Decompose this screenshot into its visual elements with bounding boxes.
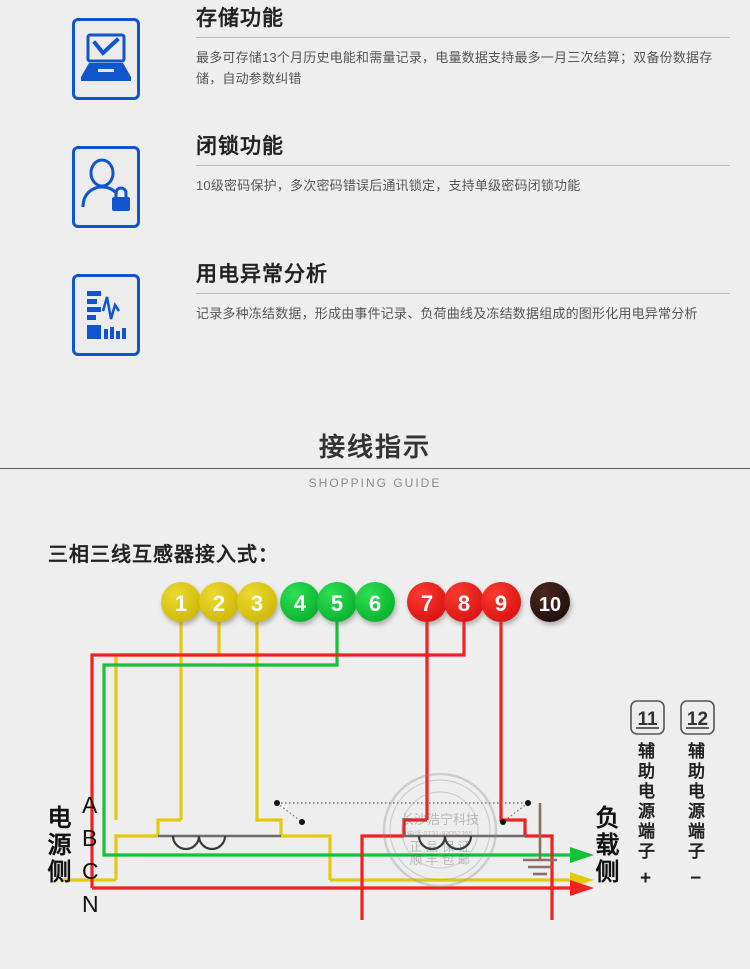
terminal-label: 3 — [251, 591, 263, 616]
page-title: 接线指示 — [300, 428, 449, 466]
user-lock-icon — [72, 146, 140, 228]
terminal-row: 1 2 3 4 5 — [161, 582, 570, 622]
feature-item-storage: 存储功能 最多可存储13个月历史电能和需量记录，电量数据支持最多一月三次结算；双… — [0, 0, 750, 128]
feature-item-analysis: 用电异常分析 记录多种冻结数据，形成由事件记录、负荷曲线及冻结数据组成的图形化用… — [0, 256, 750, 384]
terminal-8[interactable]: 8 — [444, 582, 484, 622]
terminal-label: 6 — [369, 591, 381, 616]
phase-label-c: C — [82, 858, 99, 884]
feature-item-lock: 闭锁功能 10级密码保护，多次密码错误后通讯锁定，支持单级密码闭锁功能 — [0, 128, 750, 256]
wire-phase-a — [60, 622, 570, 882]
aux-terminal-number: 12 — [687, 709, 708, 730]
phase-label-b: B — [82, 825, 98, 851]
wire-phase-c — [90, 622, 570, 920]
wiring-diagram: 长沙浩宁科技 电话:0731-82052265 正 品 保 证 顺 丰 包 邮 … — [0, 560, 750, 969]
load-arrows — [570, 847, 594, 896]
load-side-label: 负载侧 — [591, 805, 618, 886]
feature-title: 存储功能 — [196, 7, 284, 30]
terminal-label: 1 — [175, 591, 187, 616]
section-heading: 接线指示 SHOPPING GUIDE — [0, 428, 750, 491]
feature-description: 最多可存储13个月历史电能和需量记录，电量数据支持最多一月三次结算；双备份数据存… — [196, 50, 713, 86]
aux-terminal-11-sign: + — [635, 868, 656, 892]
earth-ground-icon — [523, 803, 557, 876]
terminal-stems — [179, 622, 503, 638]
watermark-guarantee: 正 品 保 证 — [410, 840, 471, 854]
terminal-label: 7 — [421, 591, 433, 616]
ct-right-coil — [404, 834, 525, 851]
laptop-check-icon — [72, 18, 140, 100]
feature-body: 存储功能 最多可存储13个月历史电能和需量记录，电量数据支持最多一月三次结算；双… — [196, 4, 730, 89]
aux-terminal-11[interactable]: 11 — [630, 700, 665, 735]
terminal-10[interactable]: 10 — [530, 582, 570, 622]
watermark-company: 长沙浩宁科技 — [401, 812, 479, 827]
terminal-label: 10 — [539, 594, 561, 616]
feature-list: 存储功能 最多可存储13个月历史电能和需量记录，电量数据支持最多一月三次结算；双… — [0, 0, 750, 384]
feature-body: 用电异常分析 记录多种冻结数据，形成由事件记录、负荷曲线及冻结数据组成的图形化用… — [196, 260, 730, 324]
divider — [196, 165, 730, 166]
ct-link-line — [274, 800, 531, 825]
page-subtitle: SHOPPING GUIDE — [308, 476, 442, 490]
phase-label-n: N — [82, 891, 99, 917]
feature-description: 记录多种冻结数据，形成由事件记录、负荷曲线及冻结数据组成的图形化用电异常分析 — [196, 306, 698, 321]
source-side-label: 电源侧 — [43, 805, 70, 886]
feature-title: 闭锁功能 — [196, 135, 284, 158]
wire-phase-b — [102, 622, 570, 857]
phase-label-a: A — [82, 792, 98, 818]
terminal-9[interactable]: 9 — [481, 582, 521, 622]
feature-title: 用电异常分析 — [196, 263, 328, 286]
terminal-5[interactable]: 5 — [317, 582, 357, 622]
terminal-label: 8 — [458, 591, 470, 616]
watermark-shipping: 顺 丰 包 邮 — [410, 853, 470, 867]
terminal-3[interactable]: 3 — [237, 582, 277, 622]
aux-terminal-11-label: 辅助电源端子 — [635, 742, 654, 862]
aux-terminal-12[interactable]: 12 — [680, 700, 715, 735]
terminal-4[interactable]: 4 — [280, 582, 320, 622]
heading-rule — [0, 468, 750, 469]
feature-body: 闭锁功能 10级密码保护，多次密码错误后通讯锁定，支持单级密码闭锁功能 — [196, 132, 730, 196]
watermark-phone: 电话:0731-82052265 — [408, 829, 473, 838]
aux-terminal-12-label: 辅助电源端子 — [685, 742, 704, 862]
divider — [196, 293, 730, 294]
terminal-label: 9 — [495, 591, 507, 616]
divider — [196, 37, 730, 38]
terminal-1[interactable]: 1 — [161, 582, 201, 622]
aux-terminal-12-sign: − — [685, 868, 706, 892]
terminal-label: 5 — [331, 591, 343, 616]
terminal-2[interactable]: 2 — [199, 582, 239, 622]
diagram-title: 三相三线互感器接入式： — [48, 544, 279, 566]
terminal-7[interactable]: 7 — [407, 582, 447, 622]
chart-waveform-icon — [72, 274, 140, 356]
terminal-label: 2 — [213, 591, 225, 616]
terminal-6[interactable]: 6 — [355, 582, 395, 622]
ct-left-coil — [158, 834, 281, 851]
watermark-seal: 长沙浩宁科技 电话:0731-82052265 正 品 保 证 顺 丰 包 邮 … — [382, 772, 498, 888]
terminal-label: 4 — [294, 591, 307, 616]
aux-terminal-number: 11 — [637, 709, 658, 730]
feature-description: 10级密码保护，多次密码错误后通讯锁定，支持单级密码闭锁功能 — [196, 178, 581, 193]
